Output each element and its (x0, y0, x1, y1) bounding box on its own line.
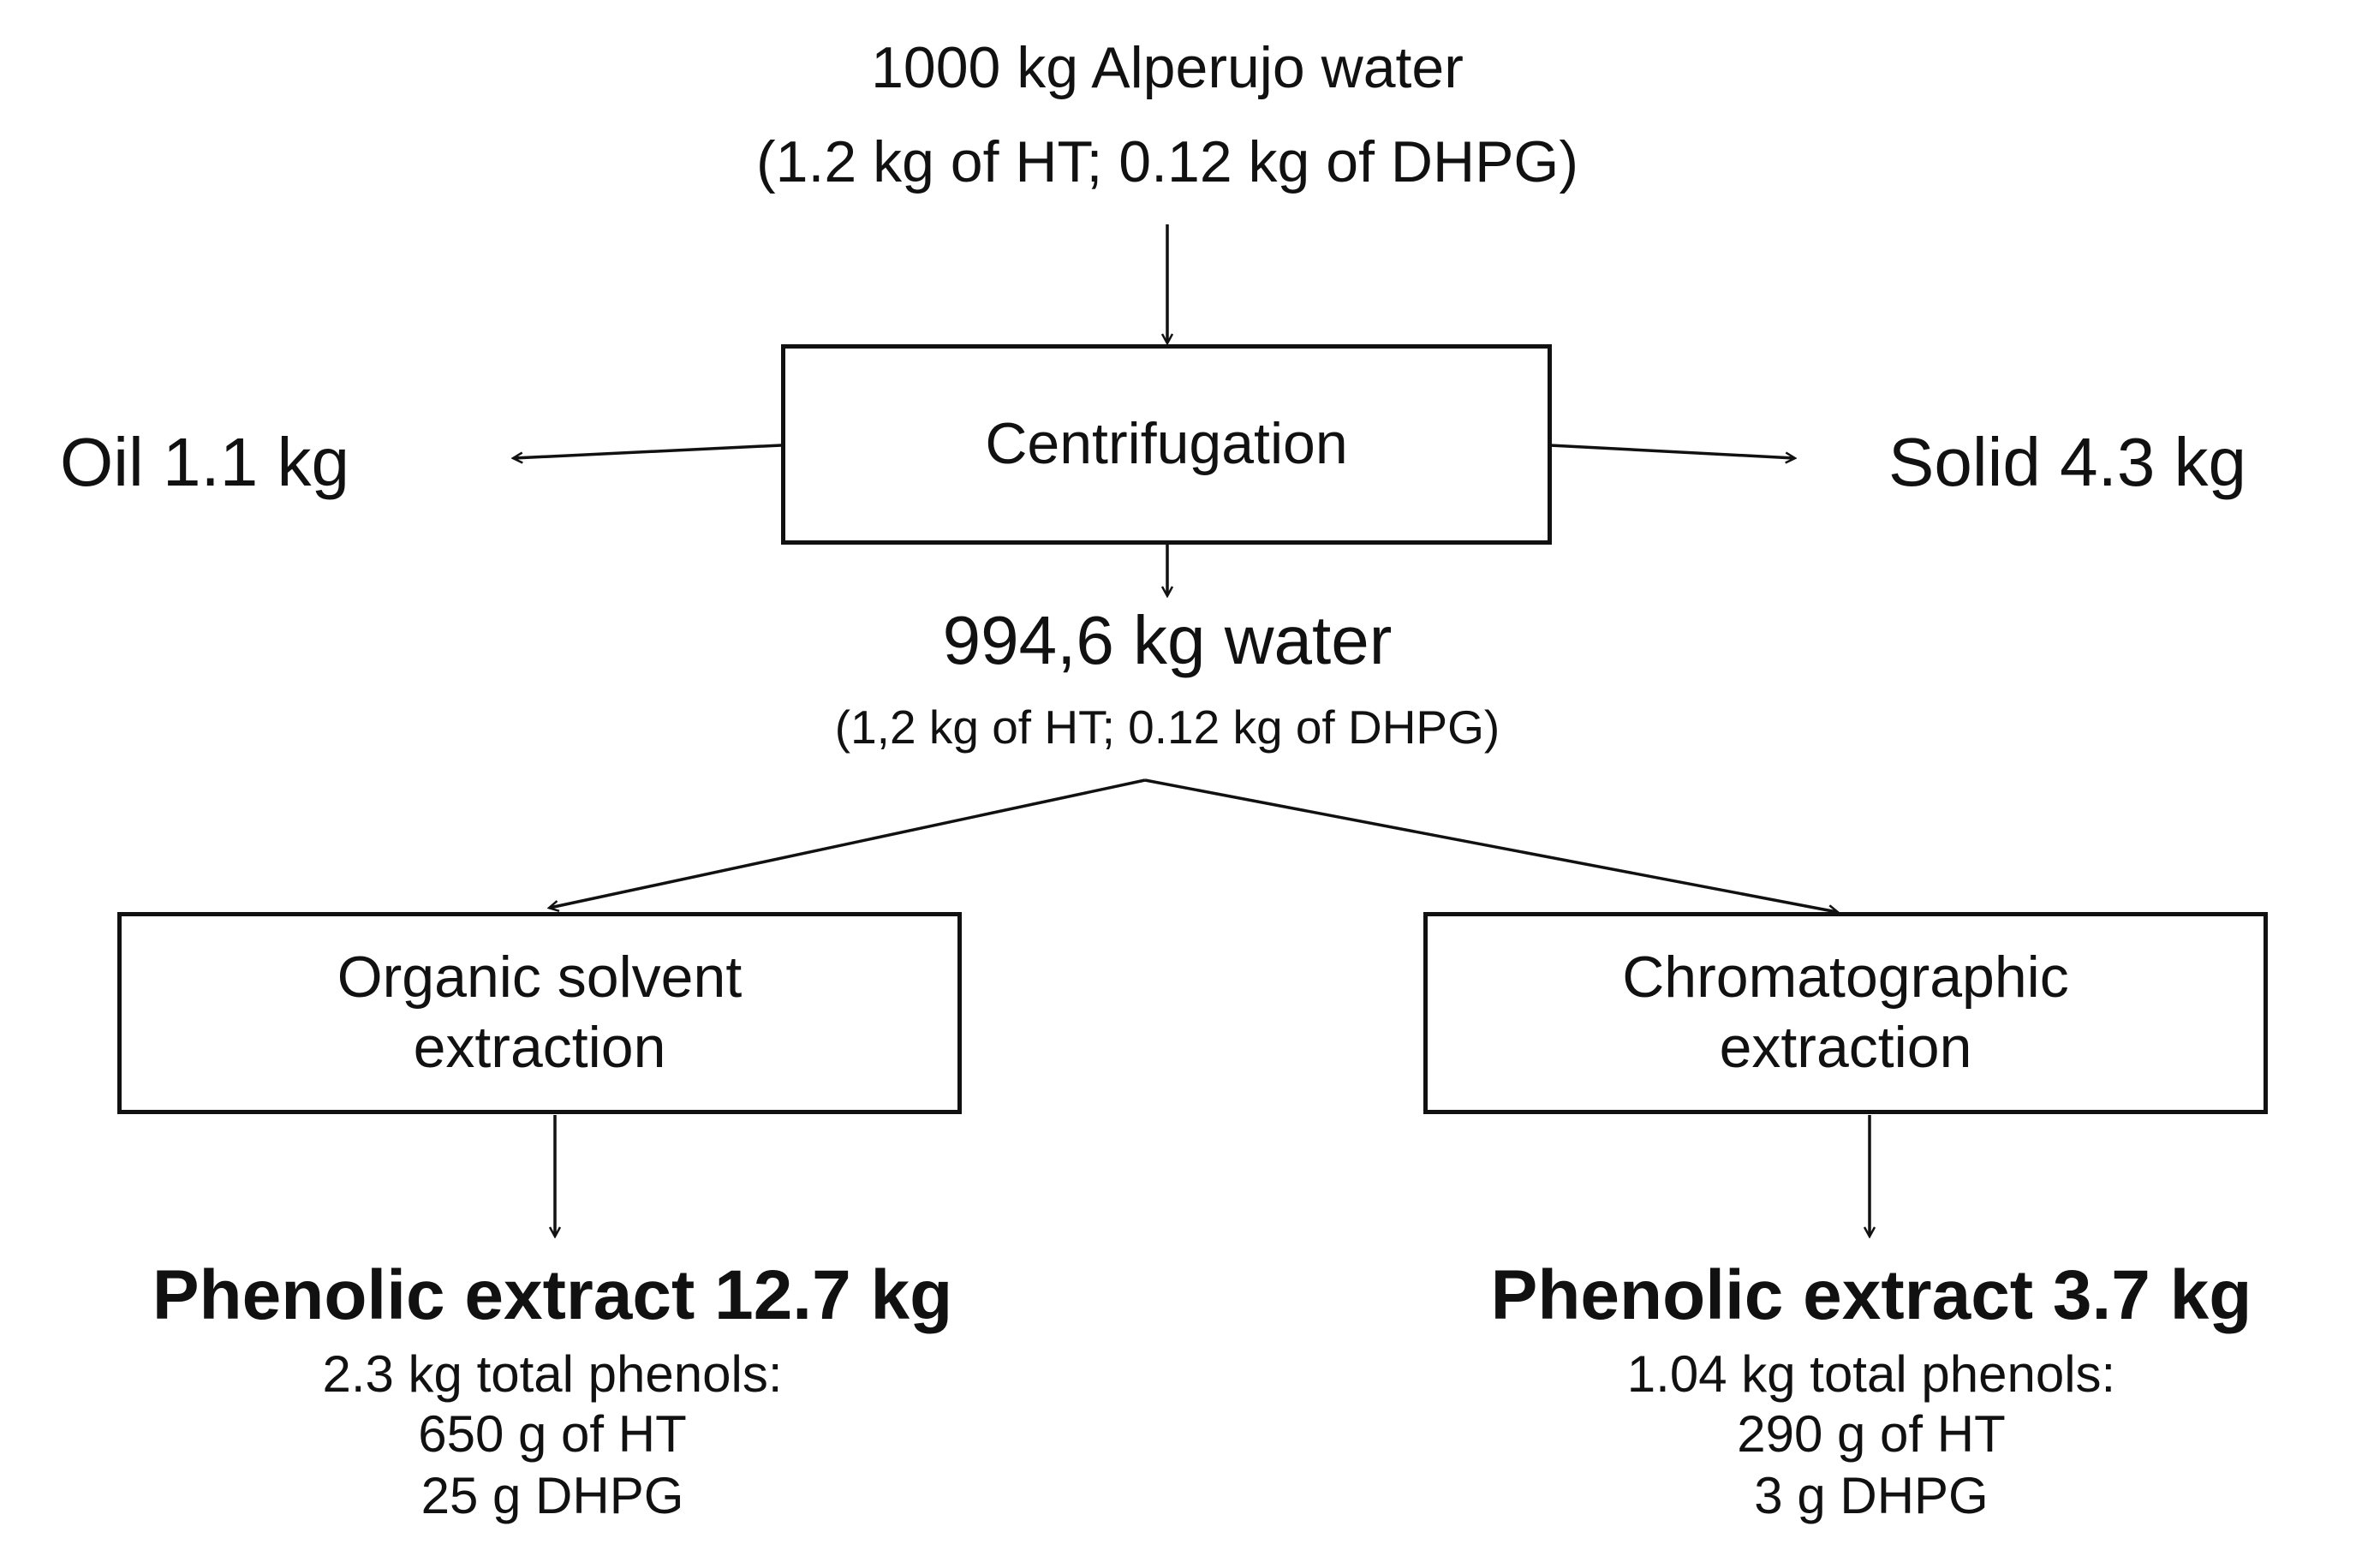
chromatographic-result-title: Phenolic extract 3.7 kg (1490, 1256, 2252, 1334)
centrifugation-label: Centrifugation (985, 411, 1348, 477)
source-composition: (1.2 kg of HT; 0.12 kg of DHPG) (756, 129, 1578, 194)
chromatographic-result-ht: 290 g of HT (1737, 1405, 2006, 1463)
organic-result-dhpg: 25 g DHPG (421, 1467, 684, 1524)
branch-to-organic (550, 778, 1146, 908)
organic-result-total: 2.3 kg total phenols: (322, 1345, 783, 1403)
solid-output: Solid 4.3 kg (1888, 424, 2247, 500)
chromatographic-box-line1: Chromatographic (1622, 945, 2069, 1011)
organic-box-line1: Organic solvent (337, 945, 743, 1011)
water-composition: (1,2 kg of HT; 0.12 kg of DHPG) (834, 701, 1500, 754)
source-title: 1000 kg Alperujo water (871, 35, 1464, 100)
chromatographic-result-dhpg: 3 g DHPG (1754, 1467, 1989, 1524)
branch-to-chromatographic (1144, 778, 1837, 912)
oil-output: Oil 1.1 kg (60, 424, 349, 500)
chromatographic-result-total: 1.04 kg total phenols: (1626, 1345, 2116, 1403)
organic-result-title: Phenolic extract 12.7 kg (152, 1256, 953, 1334)
centrifugation-box: Centrifugation (781, 344, 1552, 545)
organic-result-ht: 650 g of HT (418, 1405, 687, 1463)
organic-box-line2: extraction (413, 1015, 666, 1080)
arrow-centrifugation-to-oil (514, 444, 782, 458)
chromatographic-extraction-box: Chromatographic extraction (1423, 912, 2268, 1114)
chromatographic-box-line2: extraction (1719, 1015, 1972, 1080)
organic-extraction-box: Organic solvent extraction (117, 912, 962, 1114)
arrow-centrifugation-to-solid (1549, 444, 1794, 458)
water-output: 994,6 kg water (942, 602, 1393, 678)
